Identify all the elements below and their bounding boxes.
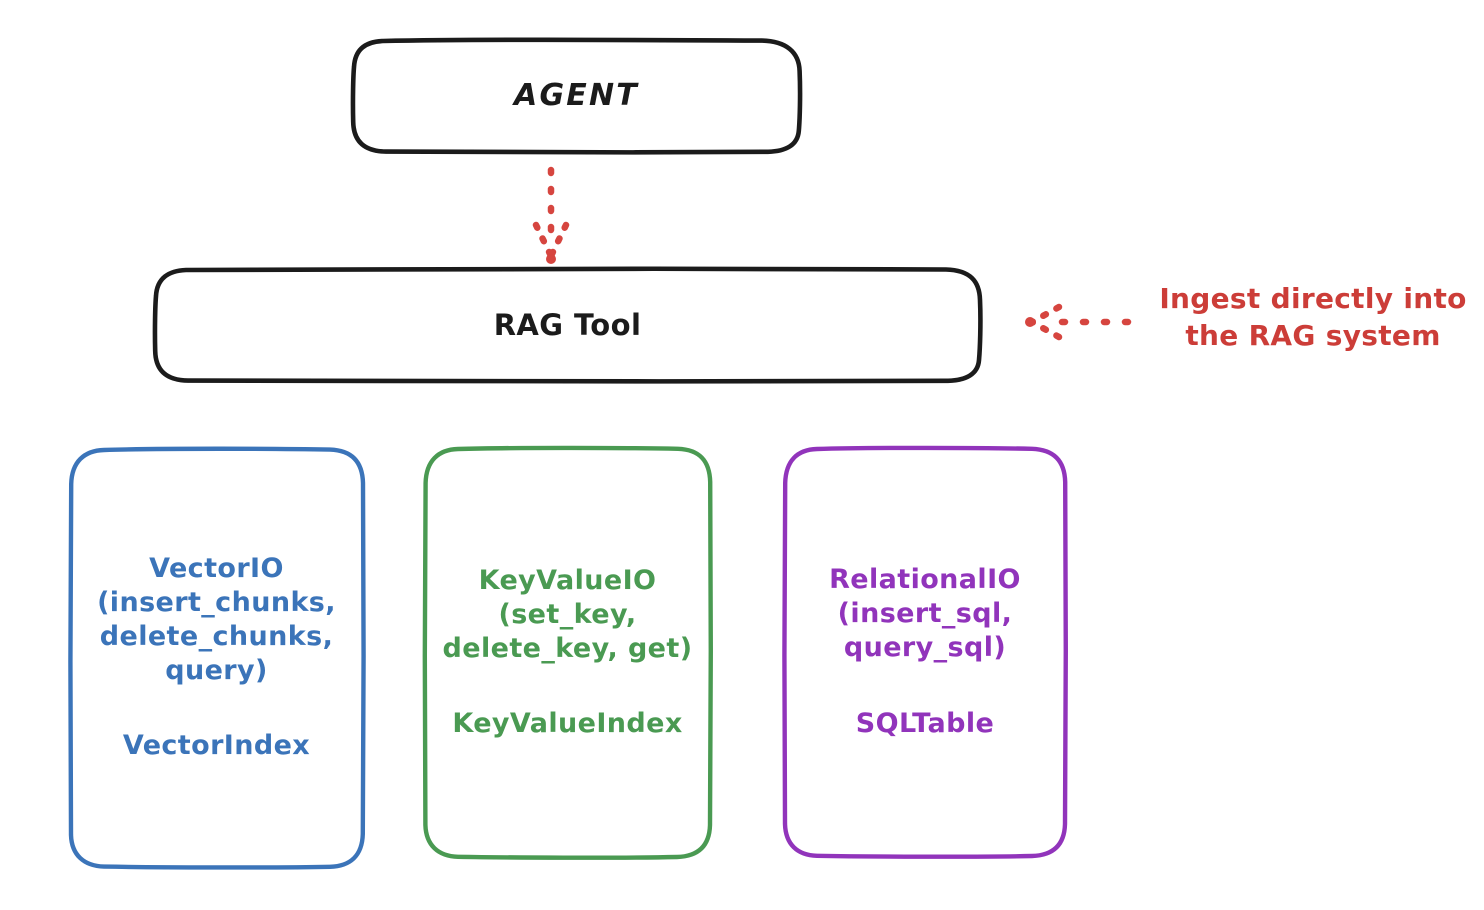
- vector-io-api-label: VectorIO (insert_chunks, delete_chunks, …: [97, 552, 336, 686]
- annotation-to-rag-tool-connector: [1025, 303, 1132, 341]
- agent-node[interactable]: AGENT: [353, 40, 800, 152]
- agent-node-label: AGENT: [514, 78, 639, 114]
- rag-tool-node[interactable]: RAG Tool: [155, 269, 980, 381]
- rag-tool-node-label: RAG Tool: [493, 307, 642, 342]
- key-value-index-label: KeyValueIndex: [452, 708, 683, 740]
- relational-io-api-label: RelationalIO (insert_sql, query_sql): [829, 564, 1021, 664]
- agent-to-rag-tool-connector: [532, 166, 570, 264]
- sql-table-label: SQLTable: [855, 707, 995, 739]
- vector-index-label: VectorIndex: [122, 730, 311, 762]
- key-value-io-api-label: KeyValueIO (set_key, delete_key, get): [442, 564, 693, 664]
- relational-io-node[interactable]: RelationalIO (insert_sql, query_sql) SQL…: [785, 448, 1065, 856]
- key-value-io-node[interactable]: KeyValueIO (set_key, delete_key, get) Ke…: [425, 448, 710, 857]
- vector-io-node[interactable]: VectorIO (insert_chunks, delete_chunks, …: [70, 448, 363, 867]
- ingest-annotation: Ingest directly into the RAG system: [1159, 282, 1467, 353]
